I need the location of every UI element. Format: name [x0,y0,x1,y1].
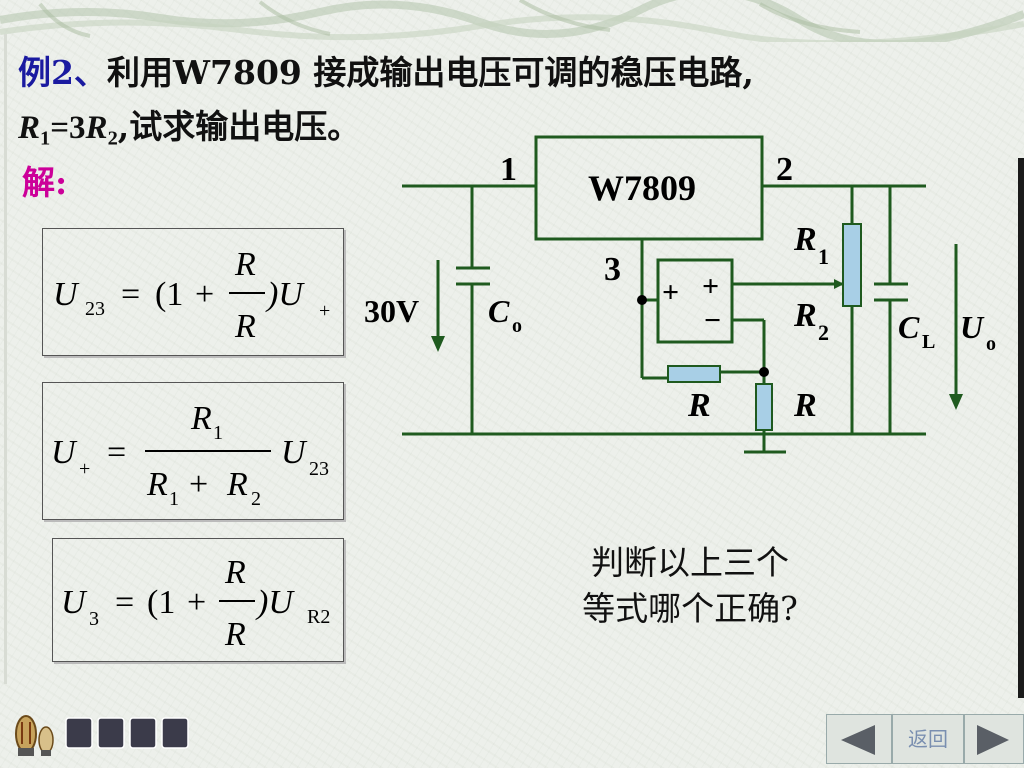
f3-equals: = [115,584,134,621]
f1-plus: + [195,276,214,313]
wiper-arrow-icon [834,279,844,289]
back-label: 返回 [908,727,948,751]
title-line-1: 例2、利用W7809 接成输出电压可调的稳压电路, [18,56,754,89]
r-b-label: R [793,387,817,424]
input-voltage-arrow-icon [431,336,445,352]
f3-lhs: U [61,584,88,621]
equals-three: =3 [50,110,86,146]
course-logo [15,715,189,756]
vacuum-tube-icon [15,715,37,756]
pin-2-label: 2 [776,151,793,188]
title-line-2: R1=3R2,试求输出电压。 [18,110,360,149]
right-frame-bar [1018,158,1024,698]
pin-1-label: 1 [500,151,517,188]
example-prefix: 例2、 [18,53,107,92]
c-in-label: C [488,293,510,329]
f3-denominator: R [224,616,246,653]
r2-sub: 2 [818,320,829,345]
output-voltage-arrow-icon [949,394,963,410]
circuit-wires [402,135,926,454]
f2-lhs-sub: + [79,458,90,480]
junction-dot [637,295,647,305]
junction-dot [759,367,769,377]
resistor-r-horizontal [667,365,721,383]
back-button[interactable]: 返回 [892,714,964,764]
f1-denominator: R [234,308,256,345]
f2-den-plus: + [189,466,208,503]
r1-sub: 1 [818,244,829,269]
f1-close: )U [265,276,305,313]
left-frame-line [4,34,7,684]
title-text: 利用W7809 接成输出电压可调的稳压电路, [106,53,754,92]
f2-den-a-sub: 1 [169,488,179,510]
u-out-sub: o [986,333,996,355]
r1-subscript: 1 [40,127,51,150]
f3-numerator: R [224,554,246,591]
f2-lhs: U [51,434,78,471]
f2-den-a: R [146,466,168,503]
question-line-1: 判断以上三个 [591,543,789,582]
previous-button[interactable] [826,714,892,764]
f1-lhs: U [53,276,80,313]
input-voltage-label: 30V [364,293,419,329]
opamp-plus-label: + [702,270,719,303]
r1-symbol: R [18,110,41,146]
r2-subscript: 2 [107,127,118,150]
resistor-r1-r2 [842,223,862,307]
title-question: ,试求输出电压。 [117,107,361,146]
chip-label: W7809 [588,168,696,208]
f2-den-b: R [226,466,248,503]
triangle-right-icon [977,725,1009,755]
f1-lhs-sub: 23 [85,298,105,320]
next-button[interactable] [964,714,1024,764]
f2-numerator-sub: 1 [213,422,223,444]
f1-open: (1 [155,276,183,313]
f2-rhs: U [281,434,308,471]
tube-icon-2 [38,726,54,756]
f3-open: (1 [147,584,175,621]
f3-close: )U [255,584,295,621]
formula-box-3: U 3 = (1 + R R )U R2 [52,538,344,662]
f1-tail-sub: + [319,300,330,322]
f1-numerator: R [234,246,256,283]
formula-box-2: U + = R 1 R 1 + R 2 U 23 [42,382,344,520]
f3-plus: + [187,584,206,621]
r1-label: R [793,221,817,258]
c-out-label: C [898,309,920,345]
arrows [436,244,958,398]
f2-equals: = [107,434,126,471]
decorative-header [0,0,1024,42]
question-text: 判断以上三个 等式哪个正确? [520,540,860,632]
opamp-minus-label: − [704,304,721,337]
w7809-chip [534,135,764,241]
f3-tail-sub: R2 [307,606,330,628]
formula-box-1: U 23 = (1 + R R )U + [42,228,344,356]
r2-symbol: R [85,110,108,146]
u-out-label: U [960,309,985,345]
solution-label: 解: [22,163,68,202]
r-a-label: R [687,387,711,424]
f1-equals: = [121,276,140,313]
opamp-output-plus: + [662,276,679,309]
c-out-sub: L [922,331,935,353]
logo-lettering-icon [65,717,189,749]
navigation-bar: 返回 [826,714,1024,768]
f3-lhs-sub: 3 [89,608,99,630]
question-line-2: 等式哪个正确? [582,589,798,628]
f2-den-b-sub: 2 [251,488,261,510]
f2-rhs-sub: 23 [309,458,329,480]
c-in-sub: o [512,315,522,337]
triangle-left-icon [841,725,875,755]
r2-label: R [793,297,817,334]
resistor-r-vertical [755,383,773,431]
f2-numerator: R [190,400,212,437]
pin-3-label: 3 [604,251,621,288]
